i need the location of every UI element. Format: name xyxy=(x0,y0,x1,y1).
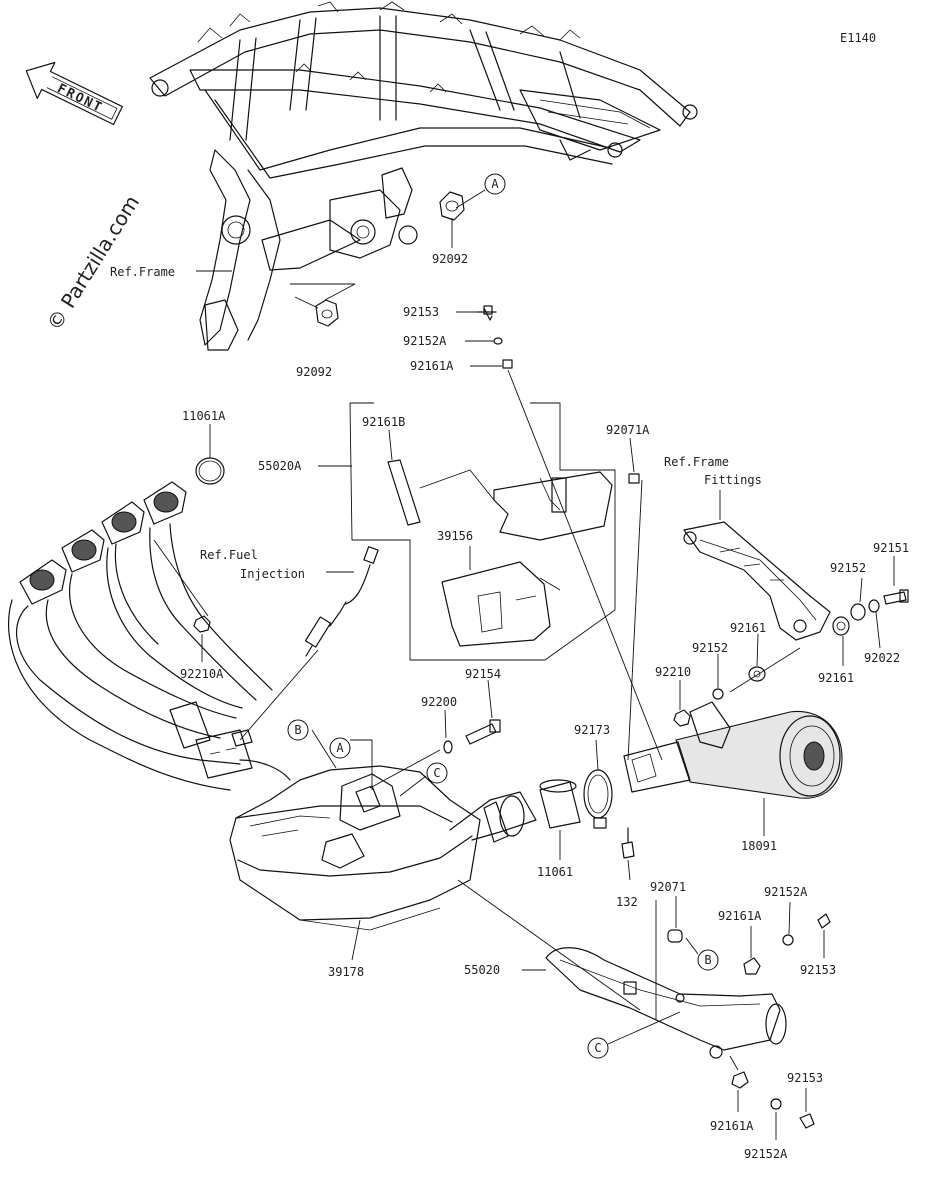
ref-frame-label: Ref.Frame xyxy=(110,265,175,279)
part-label-92071: 92071 xyxy=(650,880,686,894)
svg-text:B: B xyxy=(294,723,301,737)
watermark-text: © Partzilla.com xyxy=(42,191,144,335)
part-label-92161a-top: 92161A xyxy=(410,359,454,373)
callout-c-left: C xyxy=(399,762,448,797)
part-label-92092-bottom: 92092 xyxy=(296,365,332,379)
frame-fitting-bracket: Ref.Frame Fittings xyxy=(664,455,831,641)
part-label-11061: 11061 xyxy=(537,865,573,879)
part-label-92200: 92200 xyxy=(421,695,457,709)
muffler-18091: 18091 xyxy=(623,701,843,853)
callout-c-bottom: C xyxy=(587,1011,681,1059)
diagram-code: E1140 xyxy=(840,31,876,45)
svg-text:A: A xyxy=(336,741,344,755)
part-label-132: 132 xyxy=(616,895,638,909)
part-label-39178: 39178 xyxy=(328,965,364,979)
svg-text:A: A xyxy=(491,177,499,191)
part-label-92161-b: 92161 xyxy=(818,671,854,685)
part-label-55020a: 55020A xyxy=(258,459,302,473)
callout-b-right: B xyxy=(697,949,719,971)
callout-a-top: A xyxy=(484,173,506,195)
part-label-92173: 92173 xyxy=(574,723,610,737)
part-label-92154: 92154 xyxy=(465,667,501,681)
header-flanges xyxy=(19,481,187,605)
heat-guard-kit-55020a: 55020A 92161B 92071A 39156 xyxy=(258,402,650,761)
part-label-92092-top: 92092 xyxy=(432,252,468,266)
part-label-92210: 92210 xyxy=(655,665,691,679)
svg-text:B: B xyxy=(704,953,711,967)
bolt-stack-right: 92151 92152 92022 92161 92161 92152 xyxy=(692,541,909,700)
nut-92210: 92210 xyxy=(655,665,691,727)
frame-illustration: Ref.Frame xyxy=(110,1,698,351)
bolt-stack-bottom: 92153 92161A 92152A xyxy=(710,1055,823,1161)
part-label-55020: 55020 xyxy=(464,963,500,977)
ref-fuel-label-2: Injection xyxy=(240,567,305,581)
gasket-11061: 11061 xyxy=(537,779,581,879)
heat-guard-55020: 55020 C xyxy=(457,879,787,1059)
bolt-132: 132 xyxy=(616,827,638,909)
part-label-92071a: 92071A xyxy=(606,423,650,437)
part-label-18091: 18091 xyxy=(741,839,777,853)
part-label-92161a-mid: 92161A xyxy=(718,909,762,923)
watermark: © Partzilla.com xyxy=(42,191,144,335)
part-label-92022: 92022 xyxy=(864,651,900,665)
gasket-11061a: 11061A xyxy=(182,409,226,485)
nut-92092-bottom: 92092 xyxy=(290,283,356,379)
part-label-92210a: 92210A xyxy=(180,667,224,681)
svg-text:C: C xyxy=(594,1041,601,1055)
part-label-92153-top: 92153 xyxy=(403,305,439,319)
part-label-11061a: 11061A xyxy=(182,409,226,423)
clamp-92173: 92173 xyxy=(574,723,613,829)
bolt-stack-mid: 92152A 92161A 92153 xyxy=(718,885,836,977)
part-label-92152a-bottom: 92152A xyxy=(744,1147,788,1161)
part-label-92161b: 92161B xyxy=(362,415,405,429)
callout-a-left: A xyxy=(329,737,373,790)
o2-sensor: Ref.Fuel Injection xyxy=(200,546,379,741)
part-label-92152-a: 92152 xyxy=(830,561,866,575)
part-label-92161-a: 92161 xyxy=(730,621,766,635)
ref-frame-fittings-label-2: Fittings xyxy=(704,473,762,487)
bolt-92154: 92154 92200 xyxy=(369,667,501,789)
front-arrow-icon: FRONT xyxy=(25,61,123,126)
exhaust-header-assembly: 39178 B A C xyxy=(8,481,537,979)
part-label-92161a-bottom: 92161A xyxy=(710,1119,754,1133)
part-label-92152a-mid: 92152A xyxy=(764,885,808,899)
grommet-92071: 92071 B xyxy=(650,880,719,971)
bolt-stack-top: 92153 92152A 92161A xyxy=(403,305,663,761)
part-label-92151: 92151 xyxy=(873,541,909,555)
svg-text:C: C xyxy=(433,766,440,780)
nut-92092-top: A 92092 xyxy=(432,173,506,266)
part-label-92152a-top: 92152A xyxy=(403,334,447,348)
ref-frame-fittings-label-1: Ref.Frame xyxy=(664,455,729,469)
part-label-92153-mid: 92153 xyxy=(800,963,836,977)
ref-fuel-label-1: Ref.Fuel xyxy=(200,548,258,562)
callout-b-left: B xyxy=(287,719,337,769)
part-label-92153-bottom: 92153 xyxy=(787,1071,823,1085)
part-label-39156: 39156 xyxy=(437,529,473,543)
part-label-92152-b: 92152 xyxy=(692,641,728,655)
